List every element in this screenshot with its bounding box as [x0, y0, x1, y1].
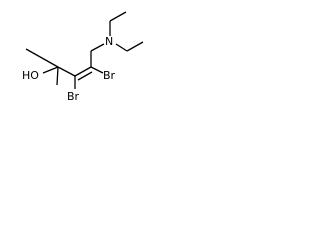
label-bromine-lower: Br [67, 90, 80, 103]
bond-ethyl1-ch2-ch3 [109, 11, 127, 22]
bond-ethyl-ch2-c-quaternary [41, 57, 59, 68]
bond-ethyl2-ch2-ch3 [126, 41, 144, 52]
bond-c-quaternary-oh [42, 66, 59, 74]
bond-double-main [74, 66, 92, 77]
bond-ch2-nitrogen [90, 43, 105, 52]
bond-nitrogen-ethyl2-ch2 [115, 43, 128, 52]
label-bromine-upper: Br [103, 69, 116, 82]
bond-double-inner [77, 71, 93, 81]
bond-c-quaternary-methyl [56, 66, 59, 86]
bond-c-quaternary-cbr-lower [57, 66, 76, 77]
bond-cbr-upper-br [90, 66, 104, 74]
label-hydroxyl: HO [22, 69, 39, 82]
bond-ethyl-ch3-ch2 [25, 48, 43, 59]
label-nitrogen: N [105, 35, 113, 48]
molecule-structure-diagram: HO N Br Br [22, 11, 144, 103]
